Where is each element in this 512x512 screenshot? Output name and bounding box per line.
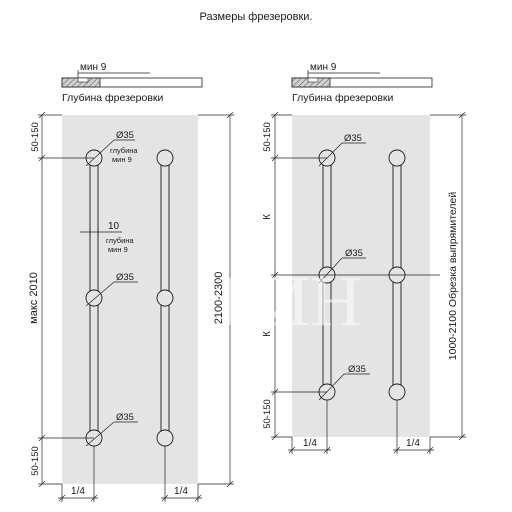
right-dimensions: 50-150 К К 50-150 1000-2100 Обрезка выпр… — [262, 111, 466, 454]
right-hole-label-bottom: Ø35 — [348, 364, 366, 375]
left-door-height: 2100-2300 — [213, 272, 225, 325]
left-edge-bottom: 50-150 — [30, 446, 41, 476]
left-depth-note-line1: глубина — [110, 146, 138, 155]
right-edge-top: 50-150 — [262, 122, 273, 152]
right-quarter-left: 1/4 — [303, 438, 317, 449]
left-depth-note-line2: мин 9 — [112, 155, 132, 164]
left-detail-caption: Глубина фрезеровки — [62, 92, 163, 104]
watermark: РИН — [218, 261, 362, 341]
left-groove-width: 10 — [108, 221, 120, 232]
left-door: Ø35 глубина мин 9 10 глубина мин 9 Ø35 Ø… — [62, 115, 198, 484]
right-quarter-right: 1/4 — [406, 438, 420, 449]
left-hole-label-top: Ø35 — [116, 130, 134, 141]
left-hole-label-bottom: Ø35 — [116, 412, 134, 423]
right-hole-label-middle: Ø35 — [345, 248, 363, 259]
left-dimensions: 50-150 макс 2010 50-150 2100-2300 1/4 1/… — [28, 111, 234, 502]
right-hole-label-top: Ø35 — [344, 133, 362, 144]
right-k-bottom: К — [262, 331, 273, 337]
left-detail-min-label: мин 9 — [80, 62, 107, 73]
page-title: Размеры фрезеровки. — [200, 11, 313, 23]
right-k-top: К — [262, 214, 273, 220]
left-depth-note2-line1: глубина — [106, 236, 134, 245]
left-max-height: макс 2010 — [28, 272, 40, 324]
right-door: Ø35 Ø35 Ø35 — [292, 115, 430, 437]
right-depth-detail: мин 9 Глубина фрезеровки — [291, 62, 433, 104]
left-edge-top: 50-150 — [30, 122, 41, 152]
right-detail-caption: Глубина фрезеровки — [292, 92, 393, 104]
left-quarter-right: 1/4 — [174, 486, 188, 497]
left-quarter-left: 1/4 — [71, 486, 85, 497]
right-detail-min-label: мин 9 — [310, 62, 337, 73]
left-hole-label-middle: Ø35 — [116, 272, 134, 283]
left-depth-note2-line2: мин 9 — [108, 245, 128, 254]
left-depth-detail: мин 9 Глубина фрезеровки — [61, 62, 203, 104]
right-trim-label: 1000-2100 Обрезка выпрямителей — [447, 192, 459, 361]
right-edge-bottom: 50-150 — [262, 399, 273, 429]
